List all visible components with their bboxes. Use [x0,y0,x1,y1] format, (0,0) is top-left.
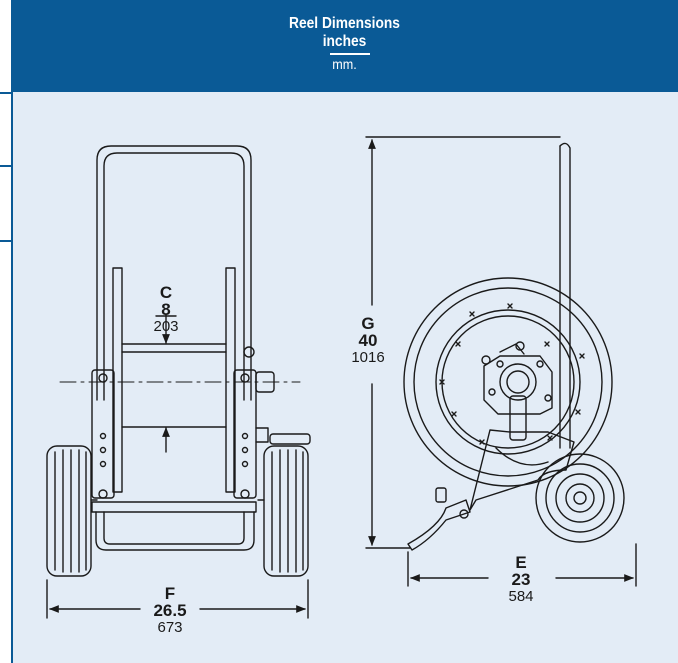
dimension-inches: 26.5 [153,601,187,620]
dimension-letter: E [515,553,527,572]
left-margin-rule [0,0,11,663]
dimension-f-label: F 26.5 673 [140,585,200,636]
side-view-reel [403,142,625,551]
dimension-e-arrow [407,543,637,587]
dimension-g-label: G 40 1016 [343,315,393,366]
dimension-letter: G [361,314,375,333]
dimension-mm: 1016 [351,349,385,366]
dimension-mm: 584 [508,588,534,605]
rule-tick [0,165,11,167]
dimension-inches: 23 [511,570,531,589]
figure-header: Reel Dimensions inches mm. [11,0,678,92]
dimension-mm: 203 [153,318,179,335]
dimension-letter: C [159,283,173,302]
unit-mm-label: mm. [332,56,357,72]
dimension-f-arrow [46,579,309,619]
dimension-g-arrow [365,136,561,549]
dimension-c-label: C 8 203 [146,284,186,335]
rule-tick [0,92,11,94]
dimension-e-label: E 23 584 [496,554,546,605]
rule-tick [0,240,11,242]
figure-title: Reel Dimensions [289,15,400,32]
dimension-letter: F [164,584,176,603]
front-view-reel [46,145,311,577]
unit-fraction-rule [330,53,370,55]
dimension-mm: 673 [157,619,183,636]
dimension-inches: 40 [358,331,378,350]
dimension-c-arrows [155,313,177,453]
unit-inches-label: inches [322,33,367,50]
dimension-inches: 8 [161,300,171,319]
